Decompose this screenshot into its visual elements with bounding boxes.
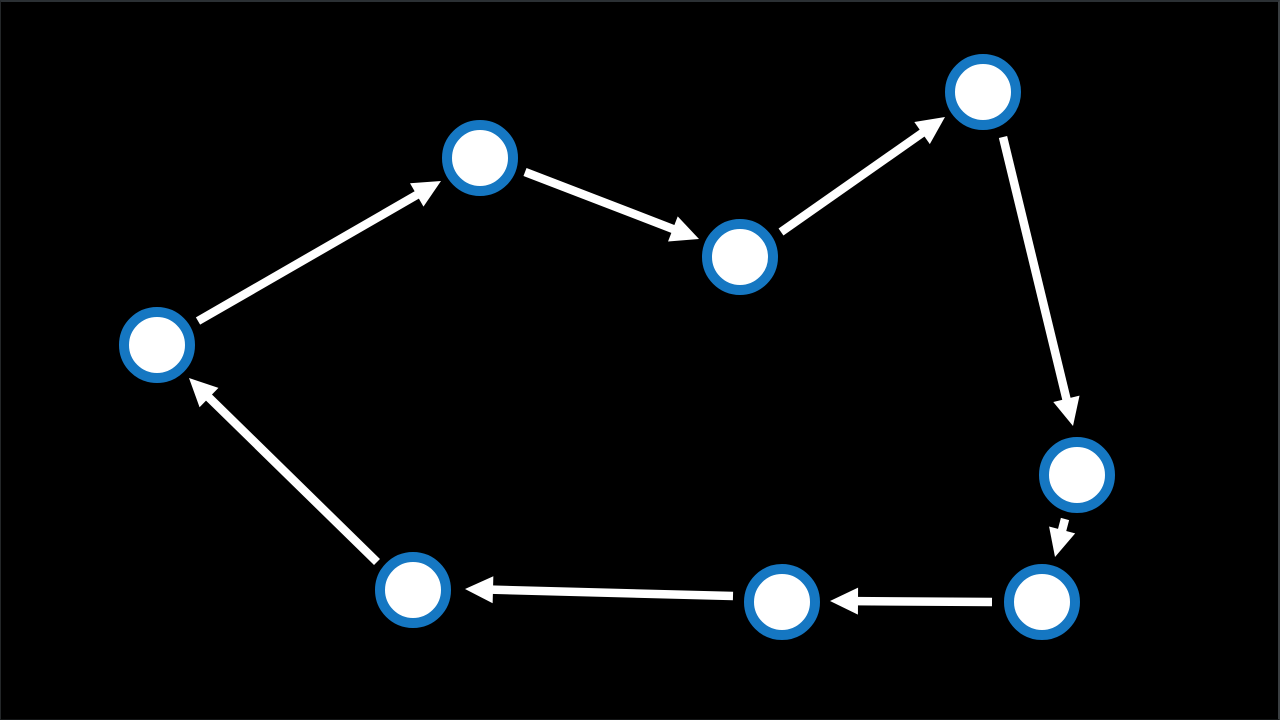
arrow-shaft — [855, 596, 993, 607]
arrowhead-icon — [409, 181, 441, 207]
graph-node-n3 — [702, 219, 778, 295]
arrow-shaft — [204, 393, 380, 566]
graph-edge-n5-n6 — [1049, 517, 1076, 557]
graph-node-n4 — [945, 54, 1021, 130]
arrowhead-icon — [1053, 395, 1080, 426]
arrow-shaft — [523, 168, 677, 234]
graph-edge-n4-n5 — [998, 135, 1080, 426]
arrowhead-icon — [465, 576, 494, 604]
arrowhead-icon — [668, 216, 699, 242]
arrow-shaft — [490, 585, 734, 601]
graph-node-n2 — [442, 120, 518, 196]
graph-edge-n8-n1 — [189, 378, 380, 566]
graph-edge-n6-n7 — [830, 587, 993, 615]
graph-edge-n7-n8 — [465, 576, 734, 604]
arrow-shaft — [998, 135, 1072, 402]
arrow-shaft — [1057, 517, 1070, 533]
arrowhead-icon — [914, 117, 945, 145]
graph-edge-n3-n4 — [778, 117, 945, 236]
graph-edge-n1-n2 — [195, 181, 441, 325]
arrowhead-icon — [830, 587, 859, 615]
arrowhead-icon — [1049, 526, 1076, 557]
arrow-shaft — [778, 128, 927, 236]
graph-node-n8 — [375, 552, 451, 628]
graph-node-n7 — [744, 564, 820, 640]
graph-node-n1 — [119, 307, 195, 383]
arrowhead-icon — [189, 378, 219, 408]
arrow-shaft — [195, 190, 421, 325]
graph-node-n6 — [1004, 564, 1080, 640]
graph-node-n5 — [1039, 437, 1115, 513]
graph-edge-n2-n3 — [523, 168, 699, 242]
